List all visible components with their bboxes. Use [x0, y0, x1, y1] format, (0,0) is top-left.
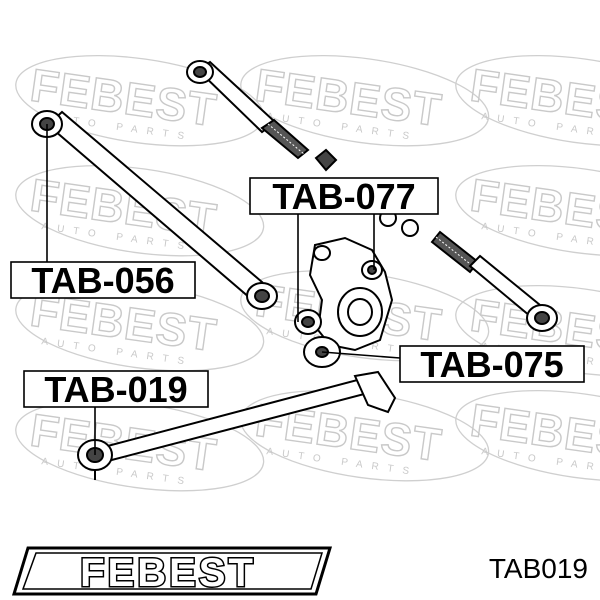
- svg-text:TAB-077: TAB-077: [272, 176, 415, 217]
- label-tab077: TAB-077: [249, 176, 439, 217]
- watermark-4: FEBEST AUTO PARTS: [15, 164, 265, 257]
- watermark-5: FEBEST AUTO PARTS: [455, 164, 600, 257]
- threaded-rod-upper: [260, 118, 310, 160]
- knuckle: [308, 236, 394, 352]
- label-tab075: TAB-075: [399, 344, 585, 385]
- lateral-link-right: [430, 230, 558, 332]
- svg-text:TAB-056: TAB-056: [31, 260, 174, 301]
- watermark-11: FEBEST AUTO PARTS: [455, 389, 600, 482]
- leader-lines: [46, 124, 401, 455]
- part-number: TAB019: [488, 553, 588, 584]
- upper-arm: [186, 60, 338, 172]
- svg-text:TAB-019: TAB-019: [44, 369, 187, 410]
- febest-logo: FEBEST: [11, 546, 333, 597]
- watermark-3: FEBEST AUTO PARTS: [455, 54, 600, 147]
- svg-text:FEBEST: FEBEST: [80, 551, 256, 595]
- label-tab056: TAB-056: [10, 260, 196, 301]
- label-tab019: TAB-019: [23, 369, 209, 410]
- trailing-arm-056: [31, 110, 278, 310]
- svg-text:TAB-075: TAB-075: [420, 344, 563, 385]
- watermark-2: FEBEST AUTO PARTS: [240, 54, 490, 147]
